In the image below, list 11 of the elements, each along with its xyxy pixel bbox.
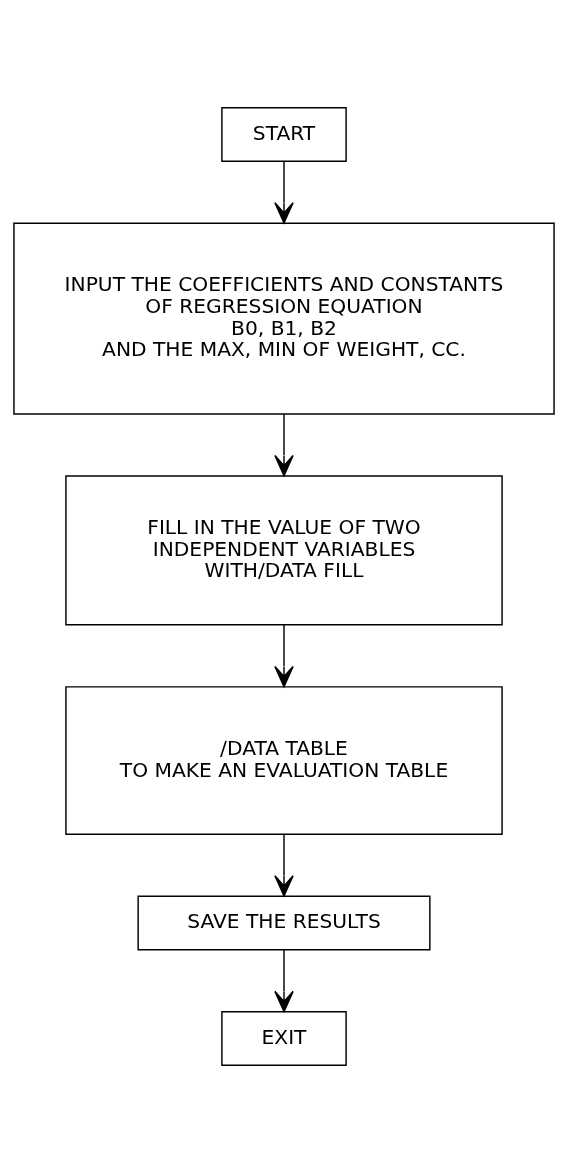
arrow <box>274 160 294 224</box>
node-box: INPUT THE COEFFICIENTS AND CONSTANTS OF REGRESSION EQUATION B0, B1, B2 AND THE MAX, MIN OF WEIGHT, CC. <box>13 222 555 415</box>
arrow <box>274 948 294 1012</box>
node-box: /DATA TABLE TO MAKE AN EVALUATION TABLE <box>65 685 503 835</box>
node-box: EXIT <box>221 1010 347 1066</box>
arrow <box>274 833 294 897</box>
arrow <box>274 623 294 687</box>
node-box: SAVE THE RESULTS <box>137 895 431 950</box>
node-box: FILL IN THE VALUE OF TWO INDEPENDENT VARIABLES WITH/DATA FILL <box>65 474 503 625</box>
node-box: START <box>221 106 347 162</box>
arrow <box>274 413 294 476</box>
